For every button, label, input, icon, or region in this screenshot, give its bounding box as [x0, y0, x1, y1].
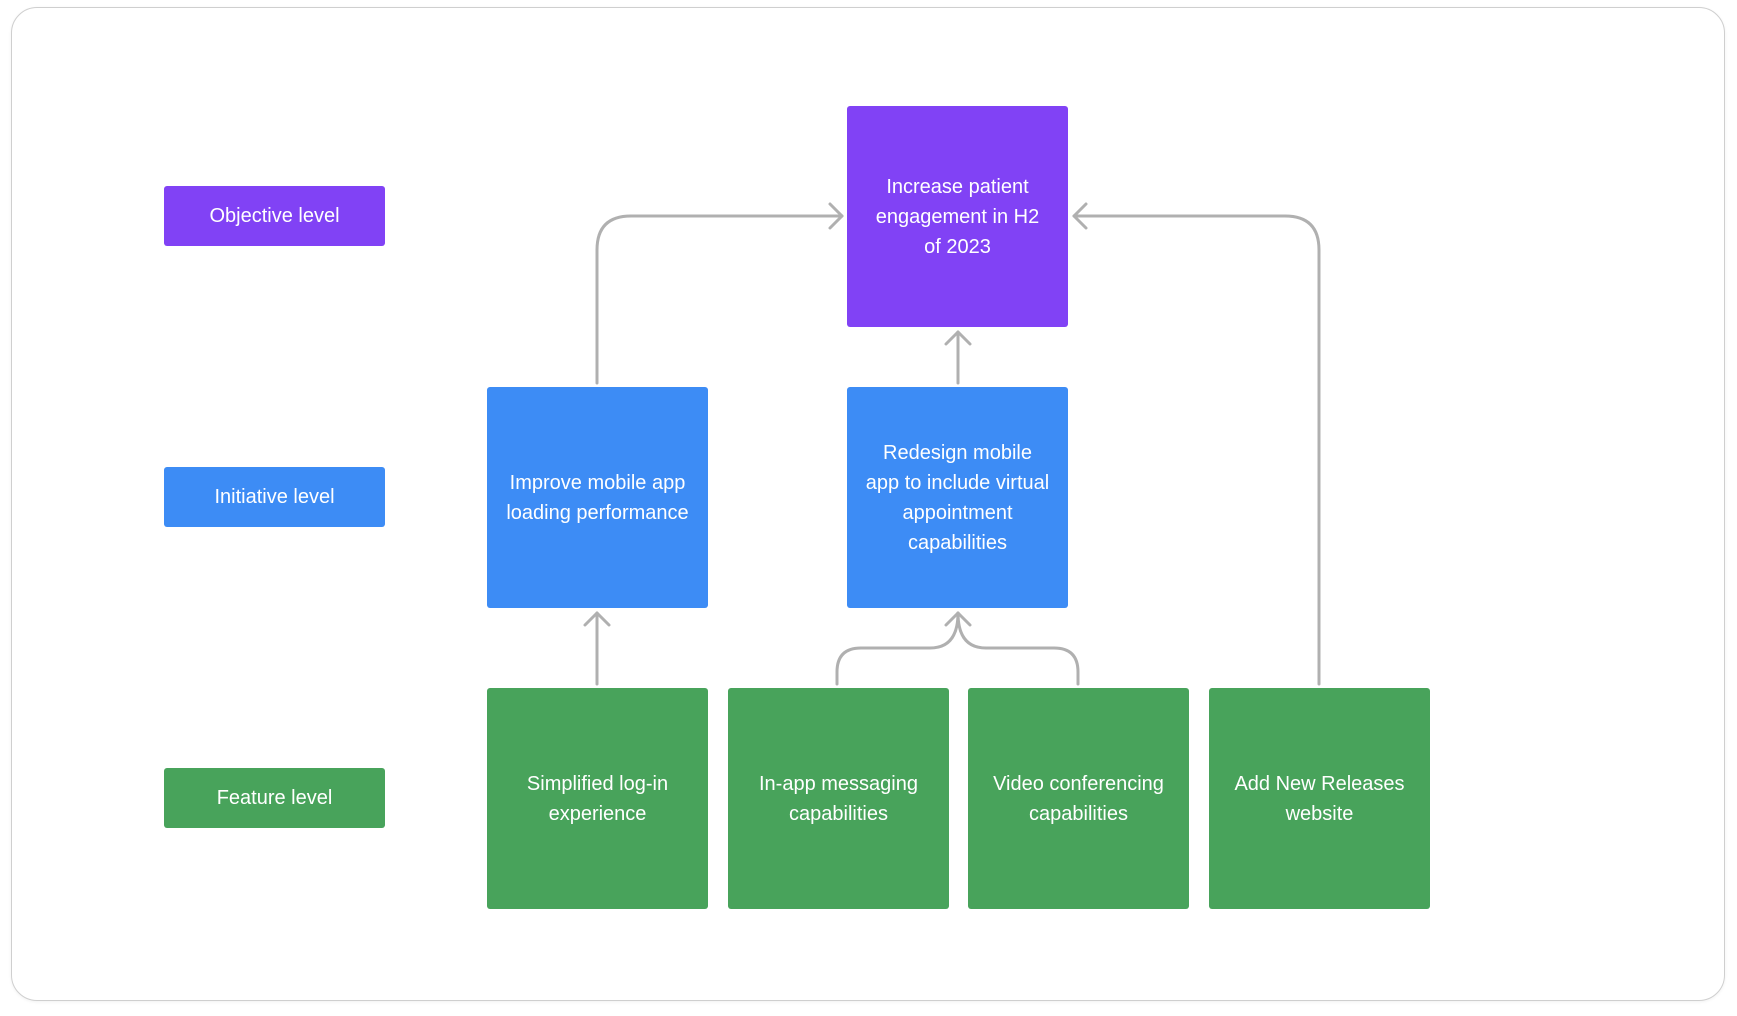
feature-node-1: Simplified log-in experience — [487, 688, 708, 909]
initiative-node-2: Redesign mobile app to include virtual a… — [847, 387, 1068, 608]
feature-node-3: Video conferencing capabilities — [968, 688, 1189, 909]
arrowhead-objective-bottom — [944, 330, 972, 346]
initiative-node-label: Redesign mobile app to include virtual a… — [865, 441, 1050, 554]
legend-initiative-level: Initiative level — [164, 467, 385, 527]
legend-feature-level: Feature level — [164, 768, 385, 828]
initiative-node-label: Improve mobile app loading performance — [506, 471, 689, 524]
feature-node-4: Add New Releases website — [1209, 688, 1430, 909]
arrowhead-objective-left — [828, 202, 844, 230]
connector-initiative1-to-objective — [595, 214, 844, 385]
feature-node-label: Add New Releases website — [1234, 772, 1405, 825]
connector-feature4-to-objective — [1072, 214, 1321, 686]
objective-node-label: Increase patient engagement in H2 of 202… — [875, 175, 1040, 258]
legend-feature-label: Feature level — [216, 787, 333, 809]
connector-feature2-to-initiative2 — [835, 611, 960, 686]
connector-feature3-to-initiative2 — [956, 611, 1080, 686]
legend-initiative-label: Initiative level — [214, 486, 335, 508]
legend-objective-level: Objective level — [164, 186, 385, 246]
feature-node-label: In-app messaging capabilities — [759, 772, 918, 825]
arrowhead-initiative2-bottom — [944, 611, 972, 627]
objective-node: Increase patient engagement in H2 of 202… — [847, 106, 1068, 327]
arrowhead-objective-right — [1072, 202, 1088, 230]
legend-objective-label: Objective level — [209, 205, 340, 227]
feature-node-label: Simplified log-in experience — [526, 772, 669, 825]
feature-node-label: Video conferencing capabilities — [993, 772, 1164, 825]
feature-node-2: In-app messaging capabilities — [728, 688, 949, 909]
initiative-node-1: Improve mobile app loading performance — [487, 387, 708, 608]
arrowhead-initiative1-bottom — [583, 611, 611, 627]
